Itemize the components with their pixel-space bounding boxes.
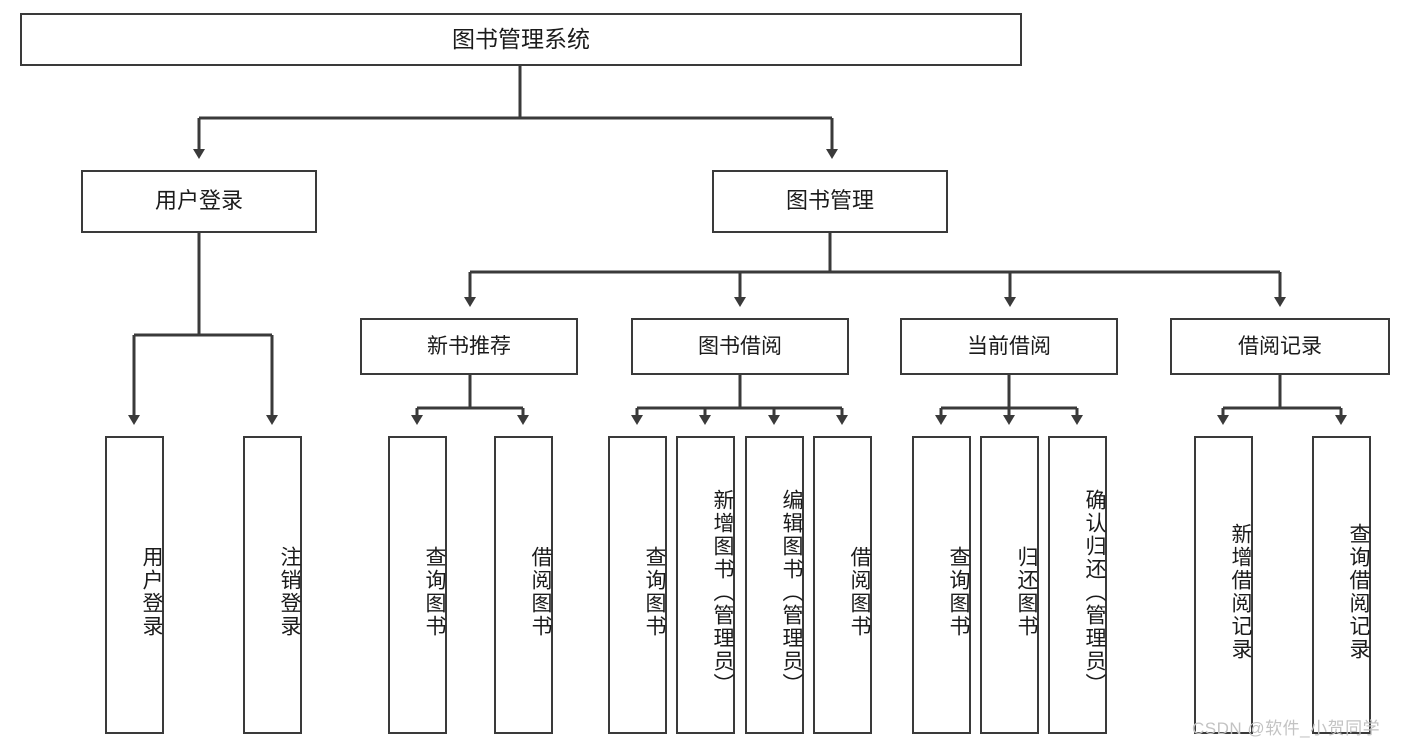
node-leaf-query-book-3[interactable]: 查询图书 — [912, 436, 971, 734]
node-leaf-add-record-label: 新增借阅记录 — [1229, 523, 1252, 661]
node-leaf-add-book-label: 新增图书（管理员） — [711, 488, 734, 696]
node-new-book-recommend[interactable]: 新书推荐 — [360, 318, 578, 375]
node-leaf-add-book[interactable]: 新增图书（管理员） — [676, 436, 735, 734]
node-leaf-logout-login[interactable]: 注销登录 — [243, 436, 302, 734]
node-book-manage[interactable]: 图书管理 — [712, 170, 948, 233]
node-root-system[interactable]: 图书管理系统 — [20, 13, 1022, 66]
node-leaf-query-book-2-label: 查询图书 — [643, 546, 666, 638]
node-book-borrow-label: 图书借阅 — [698, 334, 782, 358]
node-borrow-record[interactable]: 借阅记录 — [1170, 318, 1390, 375]
node-root-label: 图书管理系统 — [452, 25, 590, 52]
node-leaf-confirm-return[interactable]: 确认归还（管理员） — [1048, 436, 1107, 734]
node-leaf-query-record[interactable]: 查询借阅记录 — [1312, 436, 1371, 734]
node-user-login[interactable]: 用户登录 — [81, 170, 317, 233]
node-leaf-query-book-1[interactable]: 查询图书 — [388, 436, 447, 734]
node-leaf-query-book-3-label: 查询图书 — [947, 546, 970, 638]
node-leaf-query-record-label: 查询借阅记录 — [1347, 523, 1370, 661]
node-leaf-return-book[interactable]: 归还图书 — [980, 436, 1039, 734]
node-leaf-logout-login-label: 注销登录 — [278, 546, 301, 638]
node-leaf-query-book-2[interactable]: 查询图书 — [608, 436, 667, 734]
node-leaf-borrow-book-1[interactable]: 借阅图书 — [494, 436, 553, 734]
node-leaf-borrow-book-2[interactable]: 借阅图书 — [813, 436, 872, 734]
node-leaf-edit-book[interactable]: 编辑图书（管理员） — [745, 436, 804, 734]
watermark: CSDN @软件_小贺同学 — [1192, 719, 1381, 738]
node-leaf-edit-book-label: 编辑图书（管理员） — [780, 488, 803, 696]
node-leaf-borrow-book-2-label: 借阅图书 — [848, 546, 871, 638]
node-current-borrow[interactable]: 当前借阅 — [900, 318, 1118, 375]
node-leaf-query-book-1-label: 查询图书 — [423, 546, 446, 638]
node-leaf-return-book-label: 归还图书 — [1015, 546, 1038, 638]
node-borrow-record-label: 借阅记录 — [1238, 334, 1322, 358]
node-book-manage-label: 图书管理 — [785, 188, 874, 214]
node-book-borrow[interactable]: 图书借阅 — [631, 318, 849, 375]
node-leaf-user-login-label: 用户登录 — [140, 546, 163, 638]
node-current-borrow-label: 当前借阅 — [967, 334, 1051, 358]
node-leaf-borrow-book-1-label: 借阅图书 — [529, 546, 552, 638]
node-leaf-add-record[interactable]: 新增借阅记录 — [1194, 436, 1253, 734]
node-leaf-user-login[interactable]: 用户登录 — [105, 436, 164, 734]
node-user-login-label: 用户登录 — [154, 188, 243, 214]
node-new-book-recommend-label: 新书推荐 — [427, 334, 511, 358]
node-leaf-confirm-return-label: 确认归还（管理员） — [1083, 488, 1106, 696]
